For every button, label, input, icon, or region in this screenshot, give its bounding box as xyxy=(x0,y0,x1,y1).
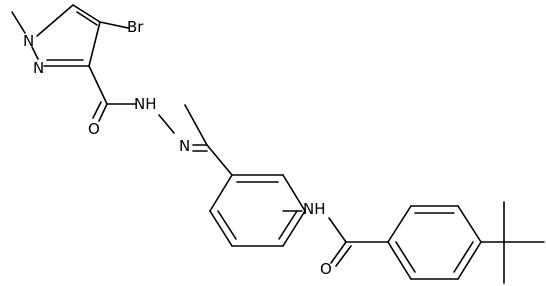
atom-label-br: Br xyxy=(127,18,144,36)
bond-camide-o xyxy=(330,241,347,264)
bond-ccarbonyl-o-double xyxy=(92,101,102,119)
bond-ring2-d xyxy=(457,241,482,280)
bond-c5-c4 xyxy=(72,4,101,23)
bond-c5-c4-double xyxy=(76,11,98,26)
bond-c4-br xyxy=(99,21,129,29)
bond-nh-n xyxy=(158,114,175,134)
bond-cimine-methyl xyxy=(184,104,208,146)
bond-n2-n1 xyxy=(31,46,39,60)
bond-ring2-a xyxy=(387,205,412,243)
atom-label-nh-amide: NH xyxy=(303,200,326,218)
bond-ring2-d-double xyxy=(453,241,474,273)
bond-ring1-c xyxy=(282,210,306,247)
atom-label-n-ring: N xyxy=(33,59,44,77)
bond-c4-c3 xyxy=(88,21,101,67)
bond-ring2-c xyxy=(457,205,482,243)
atom-label-n-imine: N xyxy=(179,137,190,155)
bonds xyxy=(11,4,545,284)
atom-label-n-methyl: N xyxy=(23,32,34,50)
atom-labels: Br N N O NH N NH O xyxy=(23,18,332,278)
bond-ring2-f xyxy=(387,241,412,280)
bond-nh-camide xyxy=(328,217,347,243)
bond-ring1-e-double xyxy=(217,210,237,240)
bond-ring1-c-double xyxy=(278,210,298,240)
bond-n1-c5 xyxy=(36,4,74,37)
bond-ring2-f-double xyxy=(395,241,416,273)
atom-label-nh-hydrazide: NH xyxy=(134,95,157,113)
bond-ring1-b xyxy=(282,174,306,212)
atom-label-o-hydrazide: O xyxy=(88,120,100,138)
bond-ring1-f xyxy=(209,174,233,212)
bond-n1-methyl xyxy=(11,11,26,34)
bond-camide-o-double xyxy=(335,245,352,267)
bond-cimine-ring xyxy=(206,144,233,176)
bond-ccarbonyl-o xyxy=(98,103,108,122)
atom-label-o-amide: O xyxy=(320,260,332,278)
bond-ring1-e xyxy=(209,210,233,247)
bond-c3-ccarbonyl xyxy=(88,65,108,105)
